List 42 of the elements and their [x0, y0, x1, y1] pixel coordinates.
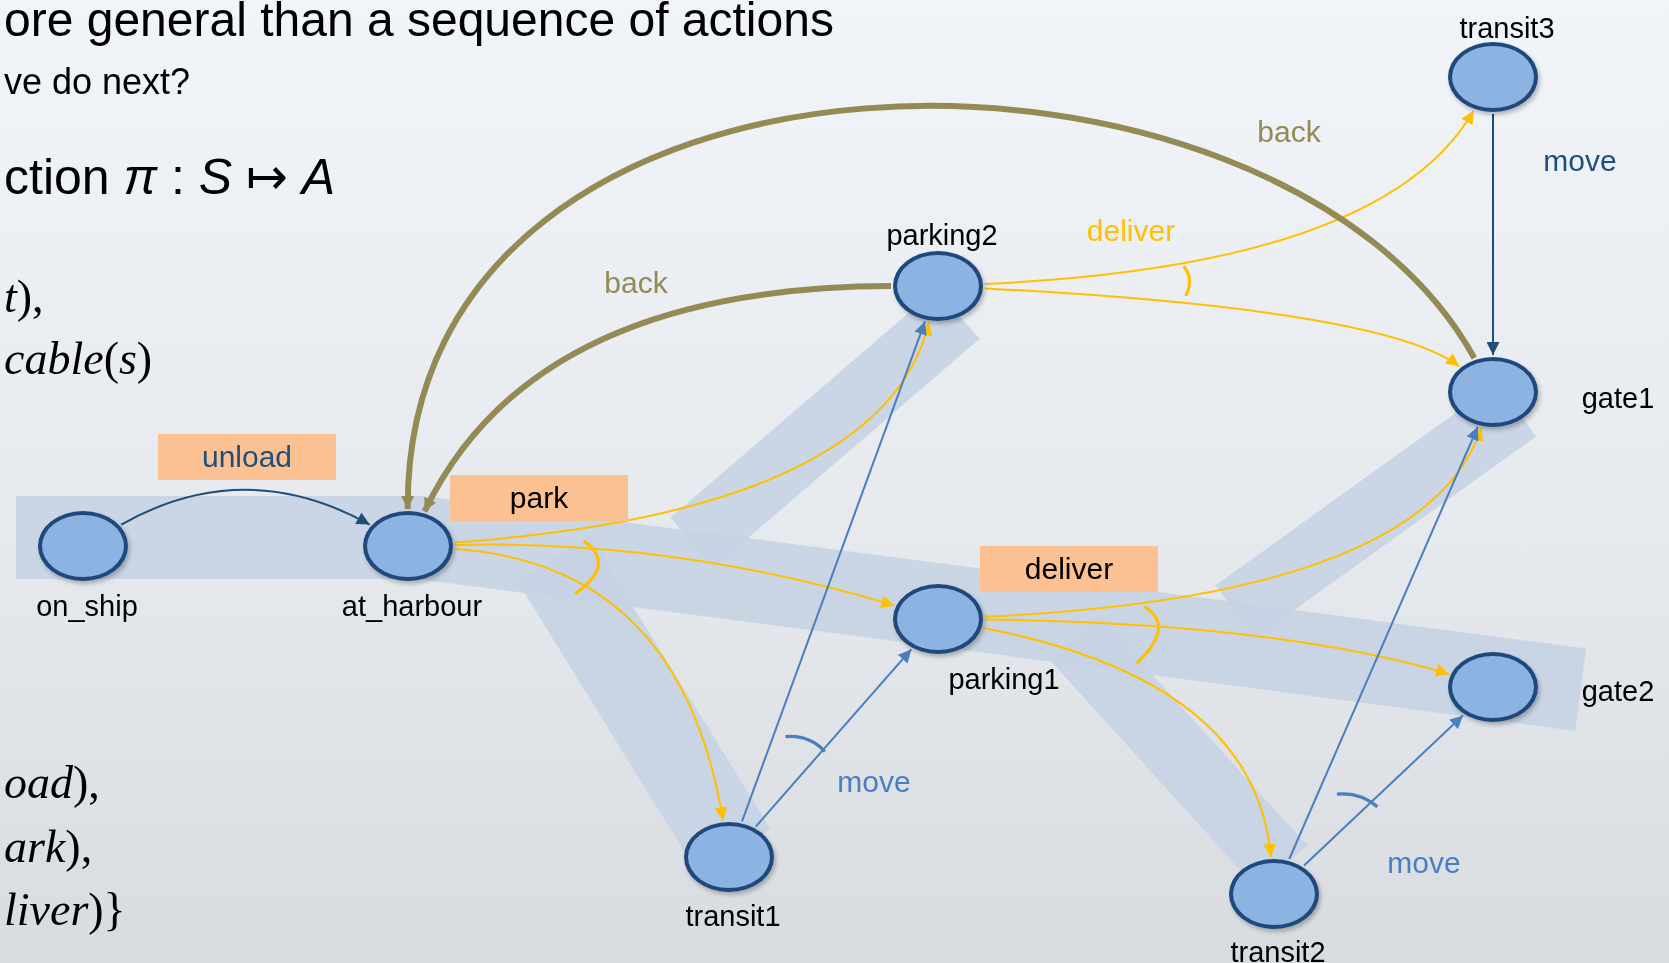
- arrow: [454, 543, 896, 609]
- edge-label: deliver: [1086, 214, 1176, 248]
- edge-label: move: [1387, 846, 1461, 880]
- slide-text: ore general than a sequence of actions: [4, 0, 834, 47]
- arrow: [754, 648, 913, 828]
- arrow: [453, 321, 932, 544]
- slide-text: liver)}: [4, 885, 126, 936]
- slide-text: cable(s): [4, 334, 153, 385]
- edge-label: move: [1543, 144, 1617, 178]
- action-tag: park: [450, 475, 628, 521]
- arrow: [1486, 113, 1500, 356]
- arrow: [453, 548, 727, 822]
- arrow: [120, 488, 371, 526]
- state-name: transit3: [1459, 11, 1555, 45]
- state-name: at_harbour: [341, 589, 483, 623]
- state-name: on_ship: [36, 589, 138, 623]
- action-tag: deliver: [980, 546, 1158, 592]
- arrow: [741, 320, 927, 823]
- arrow: [982, 626, 1276, 859]
- arrow: [984, 618, 1450, 677]
- action-tag: unload: [158, 434, 336, 480]
- state-name: transit1: [685, 899, 781, 933]
- slide-text: ction π : S ↦ A: [4, 150, 336, 205]
- state-name: transit2: [1230, 935, 1326, 963]
- slide-text: oad),: [4, 758, 100, 809]
- slide-text: t),: [4, 272, 44, 323]
- slide-text: ark),: [4, 822, 93, 873]
- slide-text: ve do next?: [4, 62, 191, 102]
- arrow: [403, 104, 1477, 510]
- edge-label: back: [604, 266, 668, 300]
- edge-label: back: [1257, 115, 1321, 149]
- arrow: [421, 283, 892, 513]
- state-name: parking2: [886, 218, 998, 252]
- edge-label: move: [837, 765, 911, 799]
- arrow: [1303, 714, 1464, 867]
- arrow: [983, 287, 1461, 368]
- arrow: [1288, 426, 1479, 860]
- state-name: gate2: [1581, 674, 1655, 708]
- state-name: parking1: [948, 662, 1060, 696]
- arrow: [983, 109, 1475, 285]
- arrow: [983, 426, 1483, 618]
- state-name: gate1: [1581, 381, 1655, 415]
